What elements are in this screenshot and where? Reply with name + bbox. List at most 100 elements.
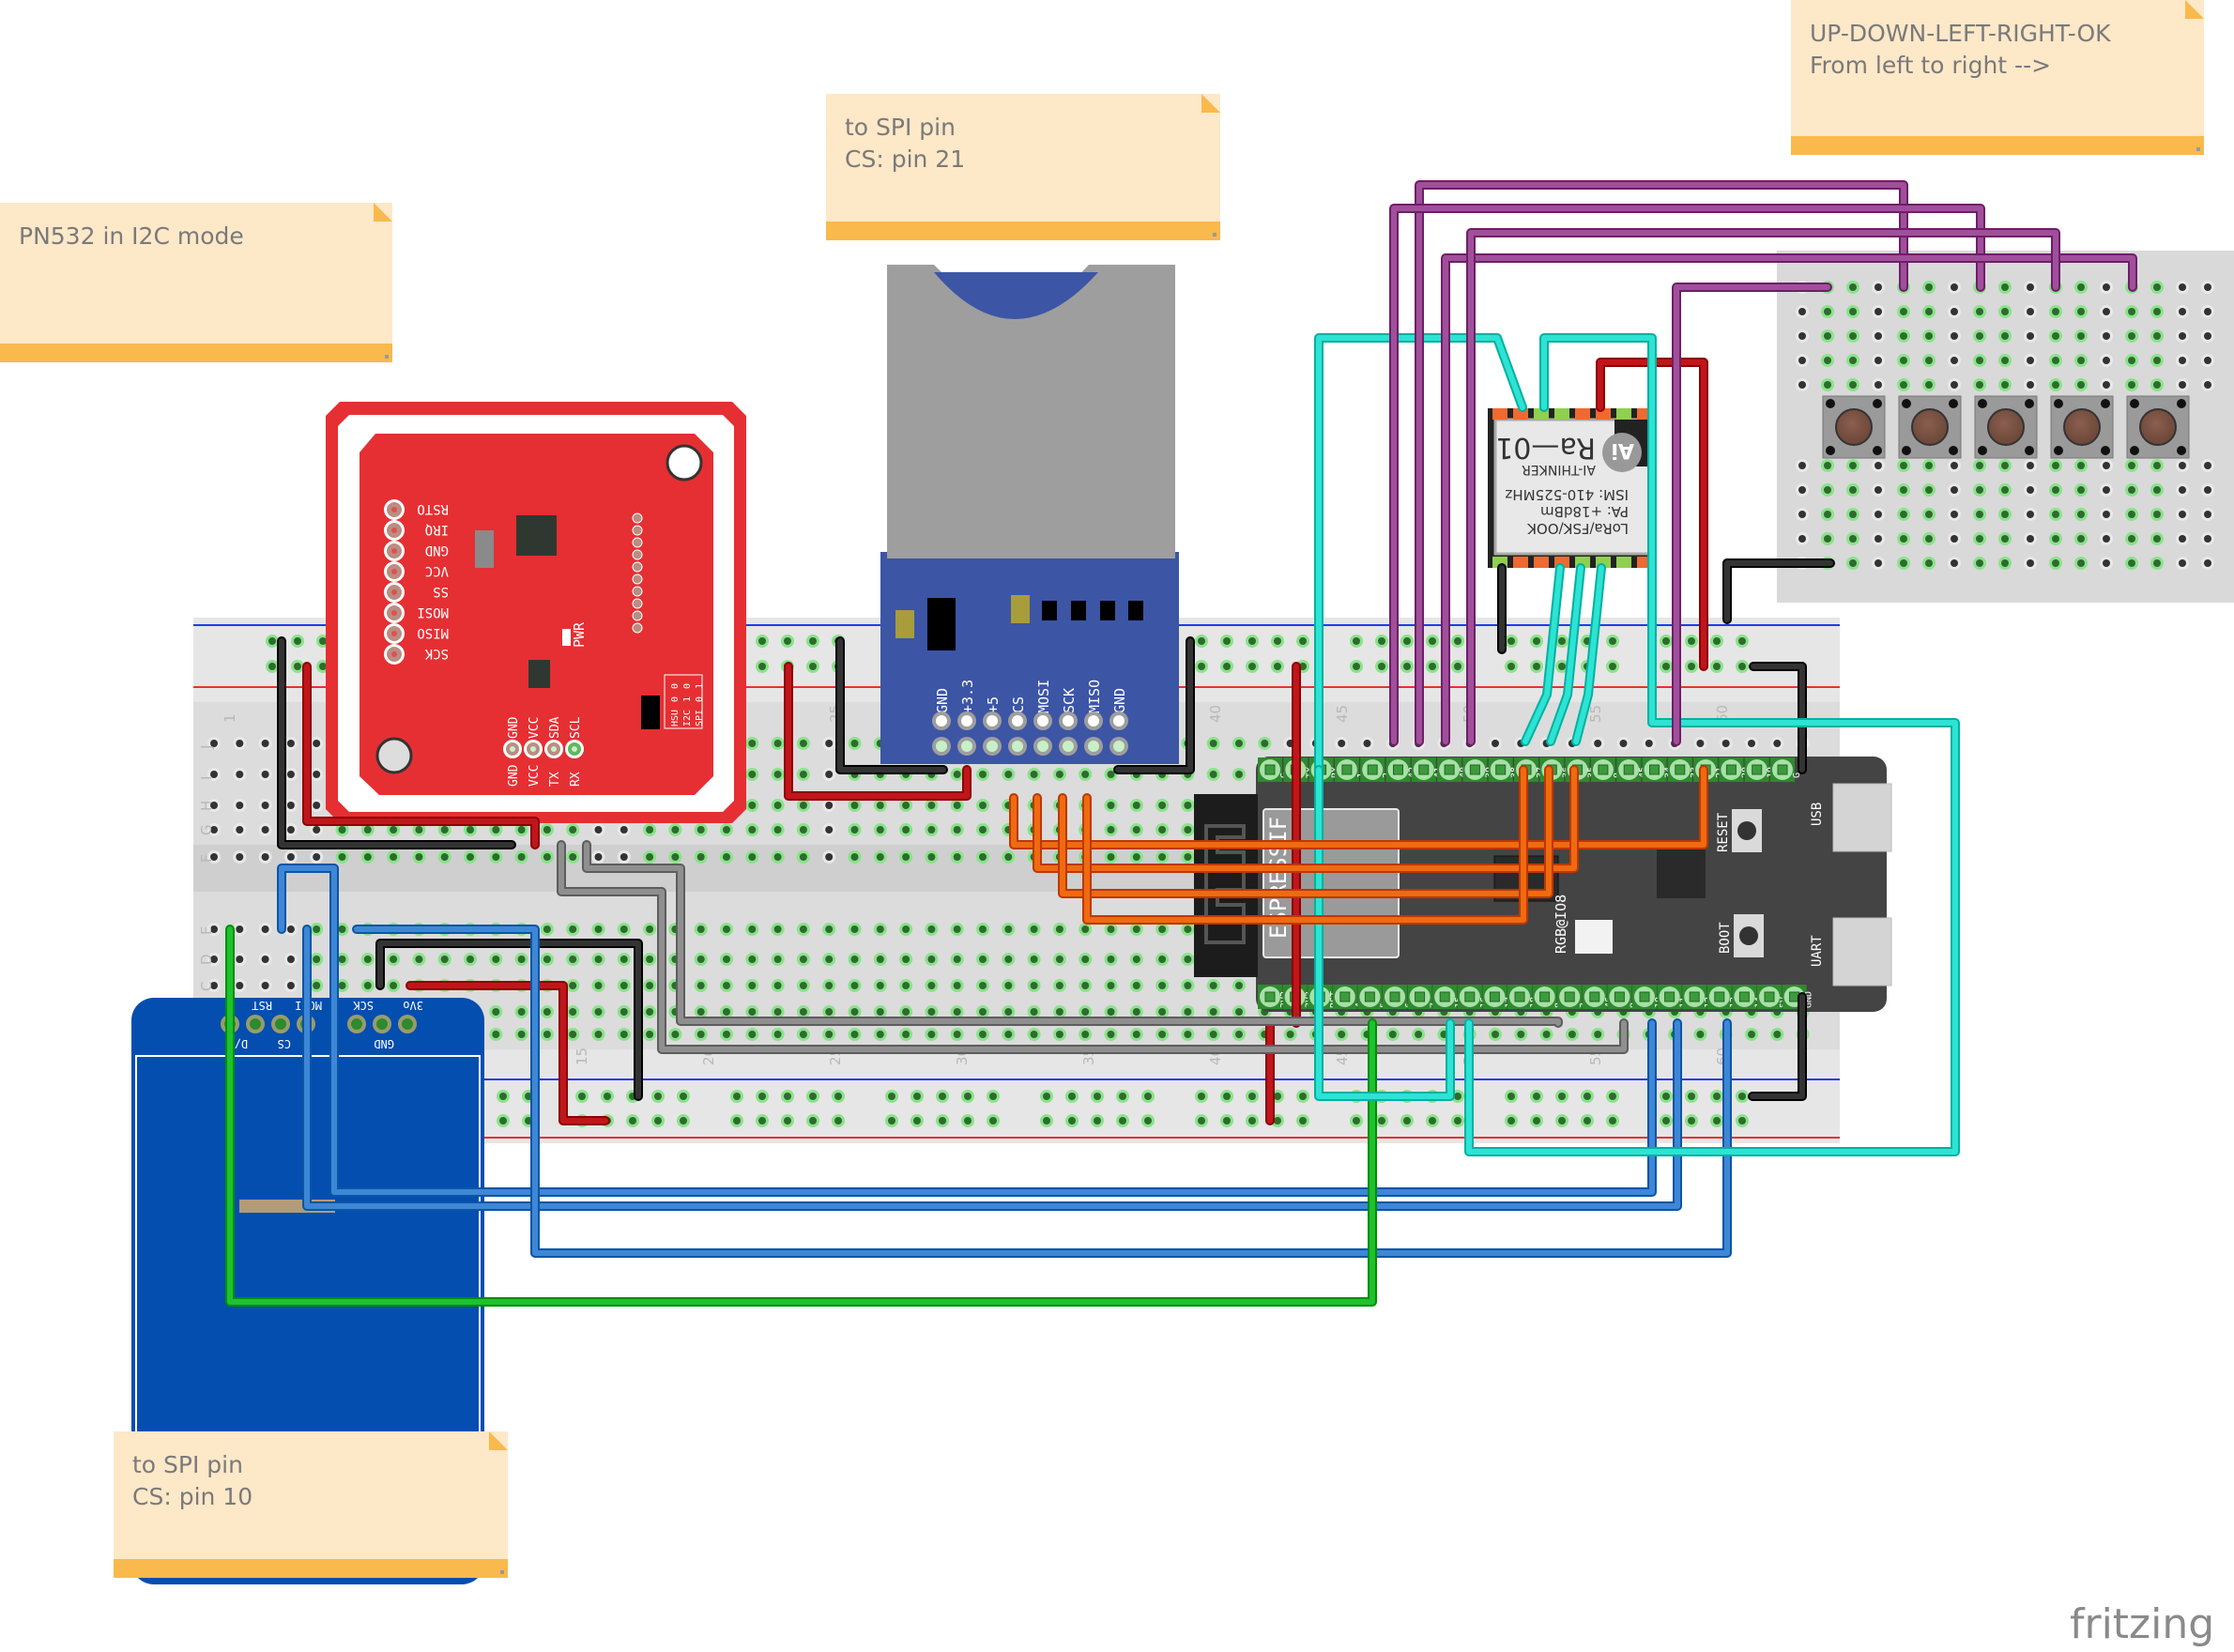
breadboard-hole-center xyxy=(415,826,423,834)
sd-pin-gnd[interactable]: GND xyxy=(1109,688,1128,756)
wire-black-sd-gnd2[interactable] xyxy=(1113,636,1195,774)
esp32-pin-19[interactable]: 19 xyxy=(1744,757,1777,782)
wire-cyan-lora-sck[interactable] xyxy=(1571,563,1606,746)
wire-cyan-lora-miso[interactable] xyxy=(1546,563,1585,746)
display-pin[interactable] xyxy=(373,1015,391,1033)
esp32-board[interactable]: ESPRESSIF RGB@IO8 RESET BOOT USB UART GT… xyxy=(1194,757,1892,1012)
wire-cyan-lora-mosi[interactable] xyxy=(1521,563,1565,746)
wire-blue-display-mosi[interactable] xyxy=(277,864,1657,1197)
push-button-up[interactable] xyxy=(1822,395,1886,459)
wire-blue-display-cs[interactable] xyxy=(352,925,1732,1258)
usb-port[interactable] xyxy=(1832,783,1892,852)
sd-pin-33[interactable]: +3.3 xyxy=(957,680,976,756)
esp32-pin-g[interactable]: G xyxy=(1258,757,1290,782)
esp32-pin-38[interactable]: 38 xyxy=(1488,757,1521,782)
wire-red-pn532-vcc[interactable] xyxy=(302,662,540,849)
wire-black-esp-gnd[interactable] xyxy=(1749,662,1807,774)
wire-orange-sd-miso[interactable] xyxy=(1082,765,1528,925)
uart-port[interactable] xyxy=(1832,917,1892,987)
pn532-pin-sck[interactable]: SCK xyxy=(384,644,449,665)
pin-hole xyxy=(1614,991,1625,1002)
wire-purple-btn-ok[interactable] xyxy=(1672,283,1832,746)
sd-pin-gnd[interactable]: GND xyxy=(932,688,951,756)
esp32-pin-17[interactable]: 17 xyxy=(1482,985,1514,1009)
sd-pin-sck[interactable]: SCK xyxy=(1059,688,1078,756)
lora-module[interactable]: ISM: 410-525MHz PA: +18dBm LoRa/FSK/OOK … xyxy=(1488,408,1657,568)
wire-orange-sd-cs[interactable] xyxy=(1009,765,1708,849)
note-resize-grip-icon[interactable] xyxy=(2196,147,2200,151)
sd-pin-5[interactable]: +5 xyxy=(983,696,1002,756)
wire-purple-btn-right[interactable] xyxy=(1466,228,2060,746)
push-button-ok[interactable] xyxy=(2126,395,2190,459)
boot-button[interactable] xyxy=(1734,914,1764,957)
pn532-pin-ss[interactable]: SS xyxy=(384,582,449,603)
pn532-pin-gnd[interactable]: GND xyxy=(384,541,449,561)
reset-button[interactable] xyxy=(1732,809,1762,852)
wire-black-pn532-gnd[interactable] xyxy=(277,636,516,849)
mode-switch[interactable] xyxy=(641,696,660,729)
push-button-left[interactable] xyxy=(1974,395,2038,459)
sd-pin-mosi[interactable]: MOSI xyxy=(1033,680,1052,756)
perfboard-hole-center xyxy=(2103,381,2110,389)
display-pin[interactable] xyxy=(271,1015,290,1033)
pn532-pin-mosi[interactable]: MOSI xyxy=(384,603,449,623)
note-resize-grip-icon[interactable] xyxy=(385,355,389,359)
wire-black-display-gnd[interactable] xyxy=(375,939,643,1101)
pn532-pin-irq[interactable]: IRQ xyxy=(384,520,449,541)
wire-black-buttons-gnd[interactable] xyxy=(1722,558,1835,624)
note-pn532[interactable]: PN532 in I2C mode xyxy=(0,203,392,362)
push-button-right[interactable] xyxy=(2050,395,2114,459)
wire-red-display-vcc[interactable] xyxy=(405,981,610,1125)
pad xyxy=(632,622,643,634)
esp32-pin-6[interactable]: 6 xyxy=(1383,985,1415,1009)
display-pin[interactable] xyxy=(347,1015,366,1033)
pn532-pin-miso[interactable]: MISO xyxy=(384,623,449,644)
pn532-pin-vcc[interactable]: VCC xyxy=(384,561,449,582)
wire-gray-pn532-sda[interactable] xyxy=(557,840,1629,1054)
esp32-pin-3[interactable]: 3 xyxy=(1557,985,1589,1009)
wire-black-esp-gnd-bottom[interactable] xyxy=(1748,992,1807,1101)
breadboard-hole-center xyxy=(286,802,295,809)
display-pin[interactable] xyxy=(246,1015,265,1033)
wire-purple-btn-left[interactable] xyxy=(1441,253,2137,746)
esp32-pin-18[interactable]: 18 xyxy=(1507,985,1539,1009)
esp32-pin-1[interactable]: 1 xyxy=(1334,757,1367,782)
wire-cyan-lora-rst[interactable] xyxy=(1314,765,1455,1101)
esp32-pin-g[interactable]: G xyxy=(1770,757,1802,782)
wire-orange-sd-sck[interactable] xyxy=(1058,765,1553,898)
wire-black-sd-gnd[interactable] xyxy=(835,636,948,774)
esp32-pin-15[interactable]: 15 xyxy=(1432,985,1464,1009)
button-breadboard[interactable] xyxy=(1777,251,2234,603)
note-bar xyxy=(114,1559,508,1578)
wire-red-sd-vcc[interactable] xyxy=(784,662,972,801)
wire-green-display-dc[interactable] xyxy=(225,925,1377,1307)
wire-blue-display-sck[interactable] xyxy=(302,925,1682,1211)
push-button-down[interactable] xyxy=(1898,395,1962,459)
note-resize-grip-icon[interactable] xyxy=(1213,233,1216,237)
wire-gray-pn532-scl[interactable] xyxy=(582,840,1563,1028)
note-resize-grip-icon[interactable] xyxy=(500,1570,504,1574)
perfboard-hole-center xyxy=(1925,308,1933,315)
sd-pin-miso[interactable]: MISO xyxy=(1084,680,1103,756)
wire-cyan-lora-1[interactable] xyxy=(1314,333,1527,774)
esp32-pin-2[interactable]: 2 xyxy=(1360,757,1392,782)
breadboard-hole-center xyxy=(1030,982,1038,989)
display-pin[interactable] xyxy=(398,1015,417,1033)
pn532-pin-rsto[interactable]: RSTO xyxy=(384,499,449,520)
wire-cyan-lora-2[interactable] xyxy=(1464,333,1960,1156)
wire-orange-sd-mosi[interactable] xyxy=(1033,765,1579,873)
sd-pin-cs[interactable]: CS xyxy=(1008,696,1027,756)
esp32-pin-5[interactable]: 5 xyxy=(1357,985,1389,1009)
wire-purple-btn-down[interactable] xyxy=(1389,204,1985,746)
